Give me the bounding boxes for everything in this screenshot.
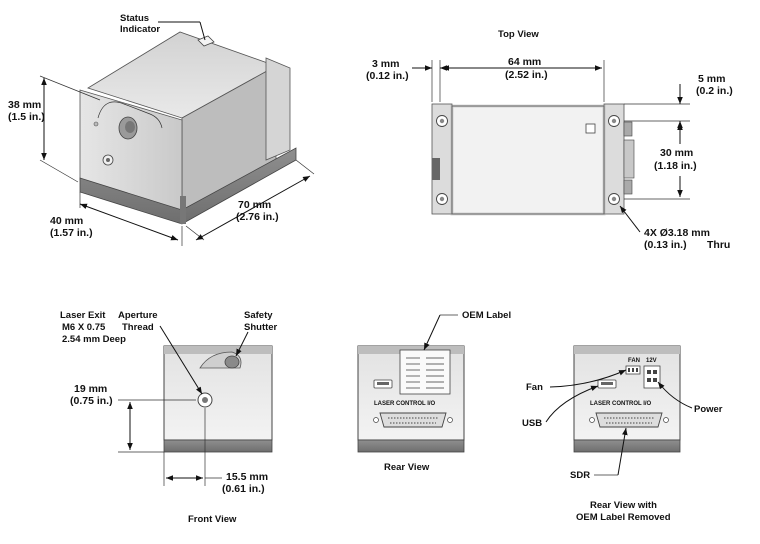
- rear-view: LASER CONTROL I/O OEM Label Rear View: [357, 310, 511, 473]
- top-holes-size: 4X Ø3.18 mm: [644, 227, 710, 239]
- front-height-in: (0.75 in.): [70, 395, 113, 407]
- top-holes-in: (0.13 in.): [644, 239, 687, 251]
- front-offset-mm: 15.5 mm: [226, 471, 268, 483]
- front-offset-in: (0.61 in.): [222, 483, 265, 495]
- rear-view-label-removed: FAN 12V LASER CONTROL I/O Fan USB Power …: [522, 345, 723, 523]
- iso-height-mm: 38 mm: [8, 99, 41, 111]
- top-holes-thru: Thru: [707, 239, 730, 251]
- status-indicator-label-line1: Status: [120, 13, 149, 24]
- front-aperture-line2: Thread: [122, 322, 154, 333]
- front-shutter-line2: Shutter: [244, 322, 278, 333]
- fan-port-label: FAN: [628, 358, 640, 364]
- sdr-callout-label: SDR: [570, 470, 590, 481]
- fan-callout-label: Fan: [526, 382, 543, 393]
- front-height-mm: 19 mm: [74, 383, 107, 395]
- top-flange-in: (0.12 in.): [366, 70, 409, 82]
- top-view-title: Top View: [498, 29, 539, 40]
- top-view: Top View 3 mm (0.12 in.) 64 mm (2.52 in.…: [366, 29, 733, 251]
- top-edge-mm: 5 mm: [698, 73, 725, 85]
- top-spacing-mm: 30 mm: [660, 147, 693, 159]
- top-length-in: (2.52 in.): [505, 69, 548, 81]
- front-laser-exit-line3: 2.54 mm Deep: [62, 334, 126, 345]
- front-laser-exit-line2: M6 X 0.75: [62, 322, 106, 333]
- rear-panel-text: LASER CONTROL I/O: [374, 401, 436, 407]
- rear2-title-line2: OEM Label Removed: [576, 512, 671, 523]
- front-aperture-line1: Aperture: [118, 310, 158, 321]
- power-callout-label: Power: [694, 404, 723, 415]
- rear2-title-line1: Rear View with: [590, 500, 657, 511]
- front-shutter-line1: Safety: [244, 310, 273, 321]
- iso-height-in: (1.5 in.): [8, 111, 45, 123]
- iso-width-mm: 40 mm: [50, 215, 83, 227]
- front-view-title: Front View: [188, 514, 237, 525]
- top-length-mm: 64 mm: [508, 56, 541, 68]
- front-view: Laser Exit M6 X 0.75 2.54 mm Deep Apertu…: [60, 310, 278, 525]
- iso-width-in: (1.57 in.): [50, 227, 93, 239]
- power-port-label: 12V: [646, 358, 657, 364]
- rear-oem-label: OEM Label: [462, 310, 511, 321]
- rear2-panel-text: LASER CONTROL I/O: [590, 401, 652, 407]
- top-spacing-in: (1.18 in.): [654, 160, 697, 172]
- front-laser-exit-line1: Laser Exit: [60, 310, 106, 321]
- top-flange-mm: 3 mm: [372, 58, 399, 70]
- isometric-view: Status Indicator 38 mm (1.5 in.) 40 mm (…: [8, 13, 315, 246]
- top-edge-in: (0.2 in.): [696, 85, 733, 97]
- rear-view-title: Rear View: [384, 462, 430, 473]
- usb-callout-label: USB: [522, 418, 542, 429]
- iso-length-mm: 70 mm: [238, 199, 271, 211]
- iso-length-in: (2.76 in.): [236, 211, 279, 223]
- status-indicator-label-line2: Indicator: [120, 24, 160, 35]
